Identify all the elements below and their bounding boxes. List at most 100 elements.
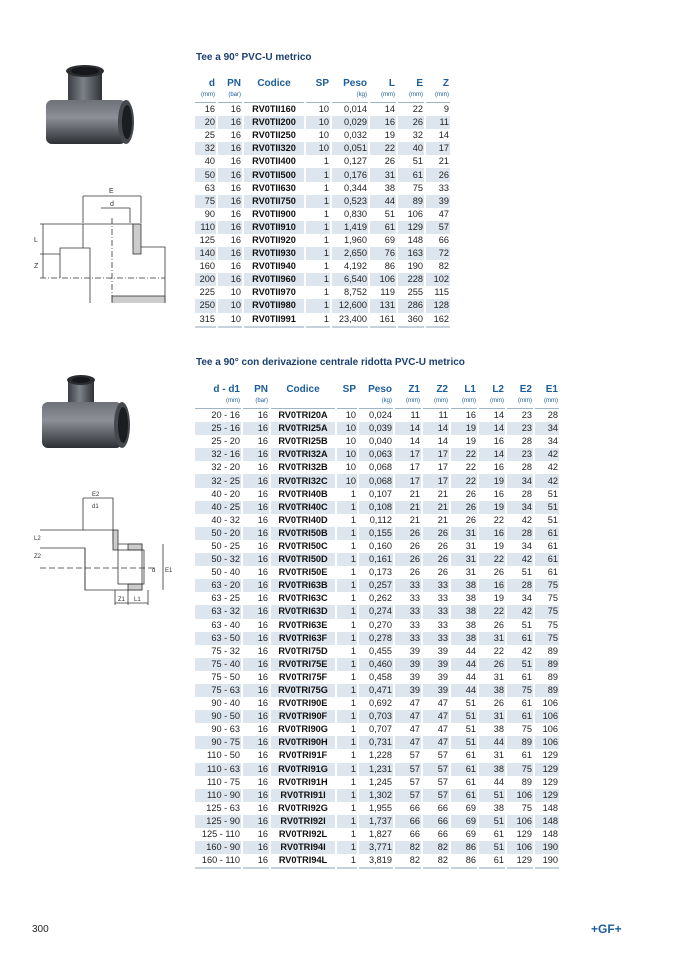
table-cell: 31	[465, 567, 476, 578]
table-cell: 19	[465, 436, 476, 447]
table-cell: 14	[438, 130, 449, 141]
table-cell: 1	[337, 500, 357, 514]
table-cell: 22	[465, 462, 476, 473]
table-cell: 57	[423, 788, 449, 802]
table-cell: 162	[426, 313, 450, 328]
table-cell: 38	[465, 619, 476, 630]
column-unit: (mm)	[423, 395, 449, 409]
table-cell: 22	[370, 142, 396, 156]
table-cell: 16	[230, 104, 241, 115]
table-cell: 51	[521, 567, 532, 578]
table-cell: 110 - 75	[206, 776, 240, 787]
table-cell: 75 - 32	[211, 645, 240, 656]
table-cell: 21	[409, 488, 420, 499]
table-cell: 42	[535, 474, 559, 488]
table-cell: 0,040	[369, 436, 392, 447]
table-cell: 106	[507, 814, 533, 828]
table-cell: 19	[493, 593, 504, 604]
product-code: RV0TRI50B	[271, 526, 335, 540]
table-cell: 0,274	[359, 605, 393, 619]
table-cell: 75 - 50	[211, 671, 240, 682]
table-cell: 16	[243, 579, 269, 593]
table-cell: 31	[370, 168, 396, 182]
product-code: RV0TRI90E	[278, 698, 328, 709]
table-cell: 1	[350, 802, 356, 813]
table-cell: 40 - 32	[211, 514, 240, 525]
table-cell: 39	[409, 645, 420, 656]
table-cell: 44	[493, 776, 504, 787]
table-cell: 16	[218, 247, 242, 261]
table-cell: 33	[409, 593, 420, 604]
diagram-label-d: d	[110, 201, 114, 208]
table-cell: 34	[507, 500, 533, 514]
table-cell: 14	[437, 436, 448, 447]
table-cell: 16	[493, 462, 504, 473]
table-cell: 106	[507, 788, 533, 802]
table-cell: 106	[507, 841, 533, 855]
table-cell: 0,278	[359, 631, 393, 645]
table-cell: 44	[451, 657, 477, 671]
table-cell: 39	[437, 645, 448, 656]
table-cell: 0,051	[332, 142, 368, 156]
column-header: Codice	[286, 384, 320, 395]
table-cell: 47	[423, 736, 449, 750]
table-cell: 75	[521, 724, 532, 735]
table-cell: 42	[521, 645, 532, 656]
product-code: RV0TII750	[244, 194, 304, 208]
table-cell: 148	[542, 829, 558, 840]
column-unit: (kg)	[332, 89, 368, 103]
table-cell: 0,344	[344, 182, 367, 193]
table-cell: 75	[547, 619, 558, 630]
table-cell: 1	[306, 220, 330, 234]
table-cell: 66	[437, 829, 448, 840]
table-cell: 106	[535, 736, 559, 750]
product-code: RV0TII500	[244, 168, 304, 182]
table-cell: 0,692	[369, 698, 392, 709]
table-cell: 69	[465, 829, 476, 840]
table-cell: 31	[479, 631, 505, 645]
table-cell: 16	[230, 208, 241, 219]
table-cell: 1	[306, 313, 330, 328]
table-cell: 16	[257, 724, 268, 735]
table-cell: 0,173	[369, 567, 392, 578]
column-unit: (mm)	[395, 395, 421, 409]
table-cell: 16	[243, 788, 269, 802]
table-cell: 16	[493, 436, 504, 447]
product-code: RV0TRI25A	[271, 422, 335, 436]
table-cell: 17	[395, 448, 421, 462]
table-cell: 129	[516, 829, 532, 840]
table-cell: 63 - 25	[211, 593, 240, 604]
table-cell: 1	[350, 619, 356, 630]
product-code: RV0TRI63E	[278, 619, 328, 630]
table-cell: 82	[423, 854, 449, 870]
table-cell: 0,155	[359, 526, 393, 540]
table-cell: 16	[243, 683, 269, 698]
table-cell: 61	[507, 631, 533, 645]
table-cell: 1	[323, 287, 329, 298]
table-cell: 75	[507, 762, 533, 776]
table-cell: 16	[243, 605, 269, 619]
table-cell: 51	[412, 156, 423, 167]
column-header: SP	[315, 78, 329, 89]
table-cell: 1	[306, 299, 330, 313]
column-header: Peso	[368, 384, 392, 395]
table-cell: 89	[521, 776, 532, 787]
table-cell: 0,039	[359, 422, 393, 436]
column-unit: (bar)	[218, 89, 242, 103]
column-header: Z	[442, 78, 449, 89]
table-cell: 1	[337, 736, 357, 750]
table-cell: 75 - 63	[195, 683, 241, 698]
table-cell: 16	[370, 116, 396, 130]
